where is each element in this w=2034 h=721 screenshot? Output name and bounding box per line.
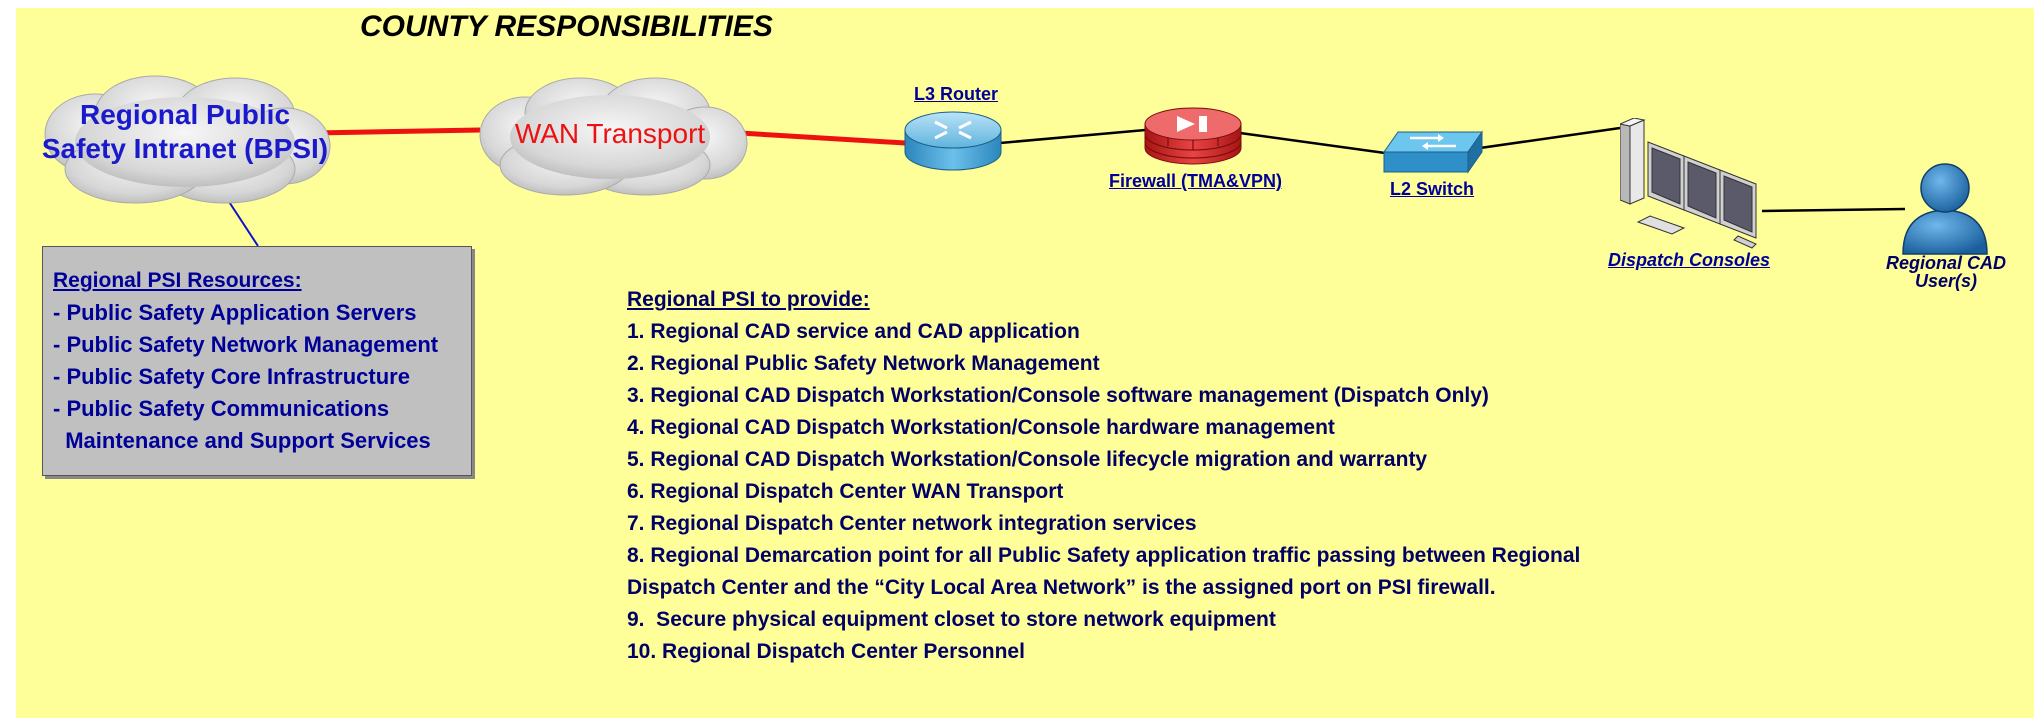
firewall-label: Firewall (TMA&VPN) bbox=[1109, 171, 1283, 191]
resources-heading: Regional PSI Resources: bbox=[53, 269, 302, 292]
resources-item: - Public Safety Communications bbox=[53, 396, 390, 421]
page-title: COUNTY RESPONSIBILITIES bbox=[360, 10, 773, 43]
provide-item: 9. Secure physical equipment closet to s… bbox=[627, 608, 1276, 631]
resources-item: - Public Safety Network Management bbox=[53, 332, 439, 357]
router-label: L3 Router bbox=[914, 84, 999, 104]
bpsi-to-wan-link bbox=[314, 127, 481, 136]
bpsi-cloud-label-line1: Regional Public bbox=[79, 99, 291, 130]
router-to-firewall-link bbox=[999, 128, 1146, 145]
provide-item: 10. Regional Dispatch Center Personnel bbox=[627, 640, 1025, 663]
provide-item: 8. Regional Demarcation point for all Pu… bbox=[627, 544, 1581, 567]
wan-cloud-icon bbox=[479, 77, 748, 196]
router-icon bbox=[904, 111, 1002, 171]
resources-item: Maintenance and Support Services bbox=[53, 428, 431, 453]
provide-list: Regional PSI to provide: 1. Regional CAD… bbox=[627, 284, 1580, 668]
consoles-to-user-link bbox=[1761, 207, 1906, 213]
provide-item: 1. Regional CAD service and CAD applicat… bbox=[627, 320, 1080, 343]
provide-item: 7. Regional Dispatch Center network inte… bbox=[627, 512, 1197, 535]
provide-item: 5. Regional CAD Dispatch Workstation/Con… bbox=[627, 448, 1428, 471]
bpsi-cloud-label: Regional Public Safety Intranet (BPSI) bbox=[40, 98, 330, 166]
user-label: Regional CAD User(s) bbox=[1868, 254, 2024, 290]
user-icon bbox=[1902, 163, 1988, 255]
resources-item: - Public Safety Application Servers bbox=[53, 300, 417, 325]
bpsi-cloud-label-line2: Safety Intranet (BPSI) bbox=[41, 133, 329, 164]
wan-cloud-label: WAN Transport bbox=[514, 118, 706, 149]
firewall-icon bbox=[1144, 107, 1242, 165]
user-label-line2: User(s) bbox=[1914, 271, 1978, 291]
workstation-icon bbox=[1620, 118, 1757, 249]
resources-box: Regional PSI Resources: - Public Safety … bbox=[42, 246, 472, 476]
switch-label: L2 Switch bbox=[1390, 179, 1475, 199]
wan-to-router-link bbox=[739, 130, 906, 146]
bpsi-cloud-icon bbox=[44, 75, 331, 204]
user-label-line1: Regional CAD bbox=[1885, 253, 2006, 273]
provide-item: 4. Regional CAD Dispatch Workstation/Con… bbox=[627, 416, 1335, 439]
switch-to-consoles-link bbox=[1479, 126, 1621, 150]
provide-item: 6. Regional Dispatch Center WAN Transpor… bbox=[627, 480, 1064, 503]
consoles-label: Dispatch Consoles bbox=[1608, 250, 1771, 270]
provide-heading: Regional PSI to provide: bbox=[627, 288, 870, 311]
firewall-to-switch-link bbox=[1239, 131, 1386, 155]
provide-item: 3. Regional CAD Dispatch Workstation/Con… bbox=[627, 384, 1489, 407]
switch-icon bbox=[1383, 130, 1483, 174]
provide-item: 2. Regional Public Safety Network Manage… bbox=[627, 352, 1100, 375]
resources-item: - Public Safety Core Infrastructure bbox=[53, 364, 410, 389]
provide-item: Dispatch Center and the “City Local Area… bbox=[627, 576, 1496, 599]
